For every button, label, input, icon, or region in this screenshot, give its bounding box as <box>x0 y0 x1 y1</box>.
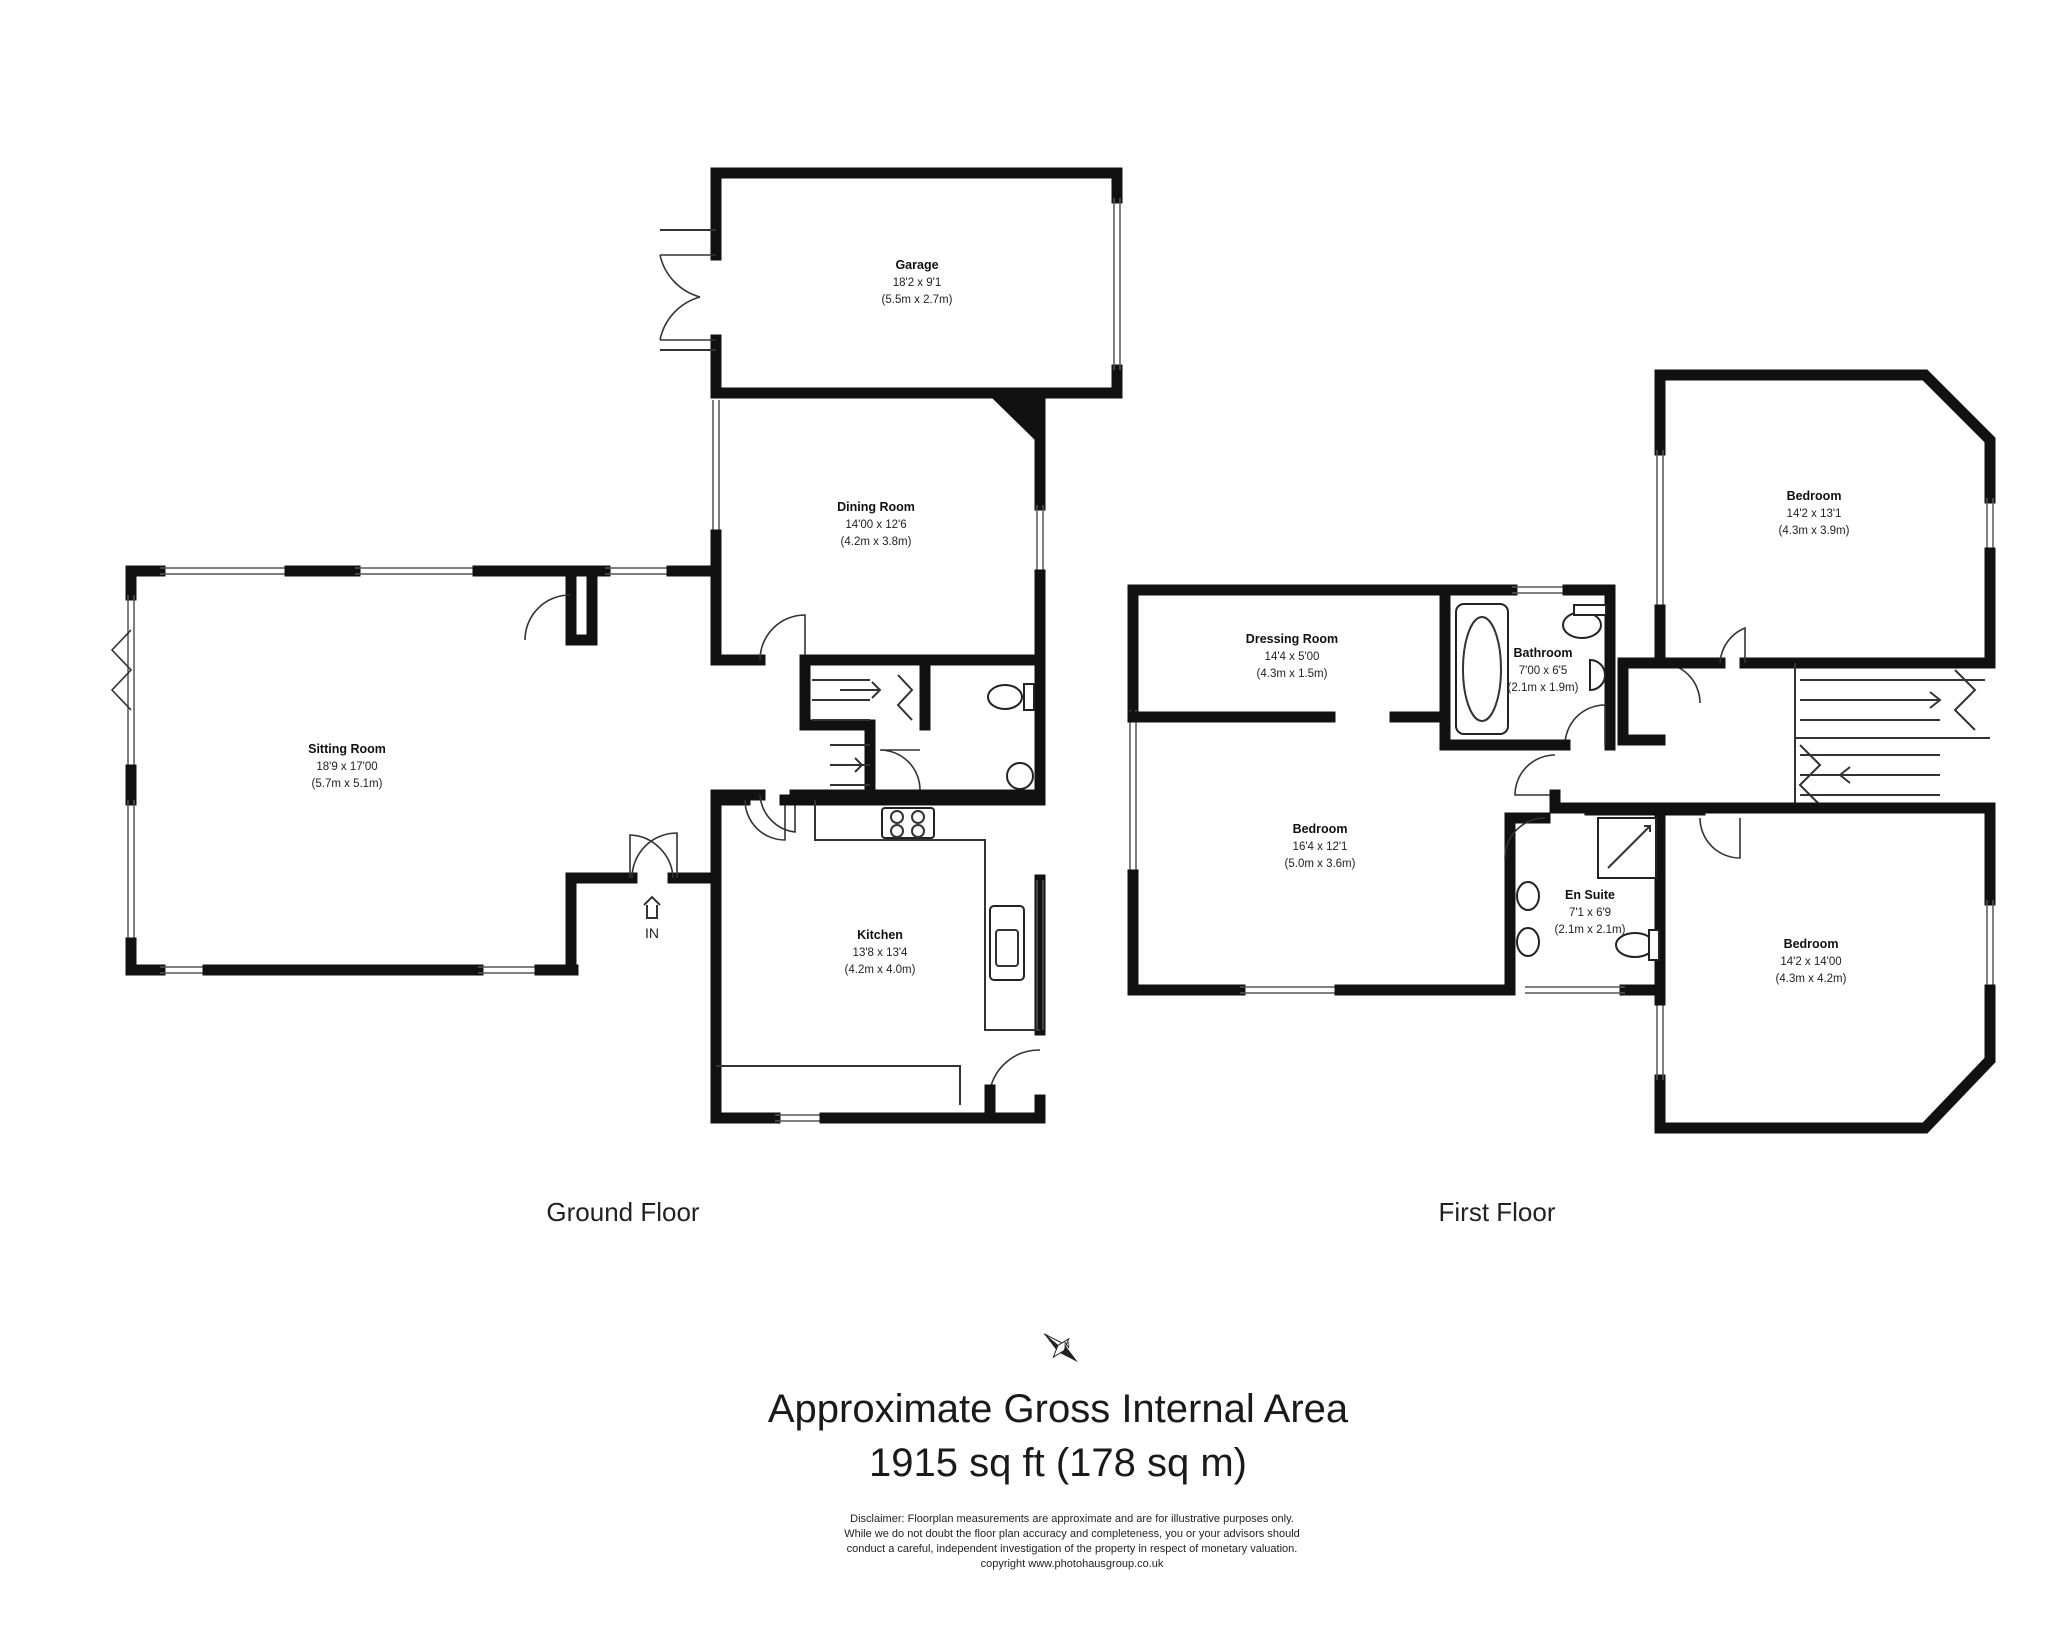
first-stairs <box>1514 657 1996 814</box>
sitting-room-walls <box>110 565 722 976</box>
ensuite-name: En Suite <box>1565 888 1615 902</box>
entrance-door <box>629 834 674 919</box>
kitchen-metric: (4.2m x 4.0m) <box>845 964 916 976</box>
compass-label: N <box>1064 1341 1070 1350</box>
bedroom-se-metric: (4.3m x 4.2m) <box>1776 973 1847 985</box>
ensuite-imperial: 7'1 x 6'9 <box>1569 907 1611 919</box>
room-dressing-label: Dressing Room 14'4 x 5'00 (4.3m x 1.5m) <box>1246 632 1338 680</box>
sitting-imperial: 18'9 x 17'00 <box>316 761 377 773</box>
first-floor-title: First Floor <box>1439 1197 1556 1227</box>
first-floor-plan <box>1127 369 1996 1134</box>
bedroom-main-metric: (5.0m x 3.6m) <box>1285 858 1356 870</box>
bathroom-metric: (2.1m x 1.9m) <box>1508 682 1579 694</box>
garage-metric: (5.5m x 2.7m) <box>882 294 953 306</box>
dining-metric: (4.2m x 3.8m) <box>841 536 912 548</box>
garage-walls <box>659 167 1123 399</box>
ensuite-walls <box>1504 804 1666 996</box>
sitting-metric: (5.7m x 5.1m) <box>312 778 383 790</box>
room-garage-label: Garage 18'2 x 9'1 (5.5m x 2.7m) <box>882 258 953 306</box>
disclaimer-line-1: Disclaimer: Floorplan measurements are a… <box>850 1513 1294 1525</box>
ground-wc <box>987 683 1035 790</box>
dressing-name: Dressing Room <box>1246 632 1338 646</box>
bedroom-ne-name: Bedroom <box>1787 489 1842 503</box>
bedroom-se-name: Bedroom <box>1784 937 1839 951</box>
garage-name: Garage <box>895 258 938 272</box>
dining-room-walls <box>710 392 1046 806</box>
room-bathroom-label: Bathroom 7'00 x 6'5 (2.1m x 1.9m) <box>1508 646 1579 694</box>
bedroom-ne-walls <box>1654 369 1996 669</box>
bathroom-imperial: 7'00 x 6'5 <box>1519 665 1568 677</box>
bedroom-ne-imperial: 14'2 x 13'1 <box>1787 508 1842 520</box>
disclaimer-copyright: copyright www.photohausgroup.co.uk <box>981 1558 1164 1570</box>
dressing-imperial: 14'4 x 5'00 <box>1265 651 1320 663</box>
kitchen-imperial: 13'8 x 13'4 <box>853 947 909 959</box>
room-bedroom-main-label: Bedroom 16'4 x 12'1 (5.0m x 3.6m) <box>1285 822 1356 870</box>
bedroom-se-imperial: 14'2 x 14'00 <box>1780 956 1841 968</box>
garage-imperial: 18'2 x 9'1 <box>893 277 942 289</box>
dining-imperial: 14'00 x 12'6 <box>845 519 906 531</box>
disclaimer-line-2: While we do not doubt the floor plan acc… <box>844 1528 1300 1540</box>
sitting-name: Sitting Room <box>308 742 386 756</box>
bedroom-main-name: Bedroom <box>1293 822 1348 836</box>
ensuite-metric: (2.1m x 2.1m) <box>1555 924 1626 936</box>
room-ensuite-label: En Suite 7'1 x 6'9 (2.1m x 2.1m) <box>1555 888 1626 936</box>
ground-stairs <box>799 654 1046 806</box>
bathroom-name: Bathroom <box>1513 646 1572 660</box>
disclaimer-line-3: conduct a careful, independent investiga… <box>847 1543 1298 1555</box>
bathroom-walls <box>1439 584 1616 751</box>
ground-floor-plan: IN <box>110 167 1123 1124</box>
area-title: Approximate Gross Internal Area <box>768 1387 1349 1431</box>
area-value: 1915 sq ft (178 sq m) <box>869 1441 1247 1485</box>
kitchen-name: Kitchen <box>857 928 903 942</box>
ground-floor-title: Ground Floor <box>546 1197 700 1227</box>
dressing-metric: (4.3m x 1.5m) <box>1257 668 1328 680</box>
room-bedroom-se-label: Bedroom 14'2 x 14'00 (4.3m x 4.2m) <box>1776 937 1847 985</box>
entrance-label: IN <box>645 925 659 941</box>
bedroom-se-walls <box>1654 802 1996 1134</box>
dressing-room-walls <box>1127 584 1571 996</box>
room-sitting-label: Sitting Room 18'9 x 17'00 (5.7m x 5.1m) <box>308 742 386 790</box>
bedroom-main-imperial: 16'4 x 12'1 <box>1293 841 1348 853</box>
room-dining-label: Dining Room 14'00 x 12'6 (4.2m x 3.8m) <box>837 500 915 548</box>
room-bedroom-ne-label: Bedroom 14'2 x 13'1 (4.3m x 3.9m) <box>1779 489 1850 537</box>
dining-name: Dining Room <box>837 500 915 514</box>
bedroom-ne-metric: (4.3m x 3.9m) <box>1779 525 1850 537</box>
compass-icon <box>1043 1333 1078 1363</box>
room-kitchen-label: Kitchen 13'8 x 13'4 (4.2m x 4.0m) <box>845 928 916 976</box>
kitchen-walls <box>710 794 1046 1124</box>
